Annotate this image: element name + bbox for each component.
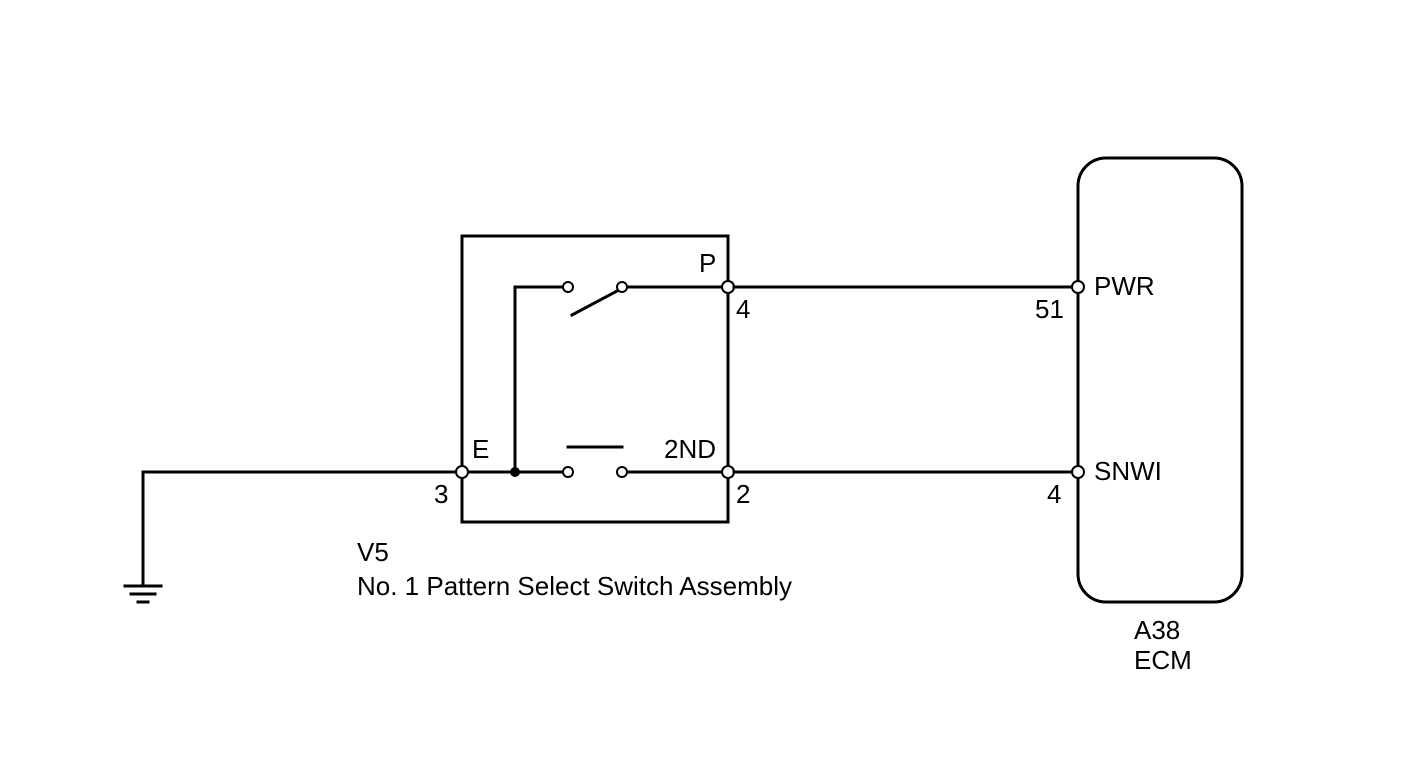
ecm-code: A38 bbox=[1134, 615, 1180, 645]
switch-assembly-code: V5 bbox=[357, 537, 389, 567]
ecm-label-snwi: SNWI bbox=[1094, 456, 1162, 486]
pin-2nd: 2 bbox=[736, 479, 750, 509]
ground-icon bbox=[123, 470, 163, 604]
pin-p: 4 bbox=[736, 294, 750, 324]
pin-e: 3 bbox=[434, 479, 448, 509]
label-e: E bbox=[472, 434, 489, 464]
switch-assembly-box bbox=[460, 234, 730, 524]
terminal-2nd bbox=[721, 465, 735, 479]
ecm-terminal-pwr bbox=[1071, 280, 1085, 294]
ecm-label-pwr: PWR bbox=[1094, 271, 1155, 301]
label-p: P bbox=[699, 248, 716, 278]
p-switch-icon bbox=[562, 281, 628, 318]
terminal-p bbox=[721, 280, 735, 294]
label-2nd: 2ND bbox=[664, 434, 716, 464]
ecm-terminal-snwi bbox=[1071, 465, 1085, 479]
terminal-e bbox=[455, 465, 469, 479]
junction-dot bbox=[510, 467, 520, 477]
switch-assembly-name: No. 1 Pattern Select Switch Assembly bbox=[357, 571, 792, 601]
ecm-pin-snwi: 4 bbox=[1047, 479, 1061, 509]
ecm-name: ECM bbox=[1134, 645, 1192, 675]
ecm-pin-pwr: 51 bbox=[1035, 294, 1064, 324]
second-switch-icon bbox=[562, 445, 628, 478]
ecm-box bbox=[1076, 156, 1244, 604]
